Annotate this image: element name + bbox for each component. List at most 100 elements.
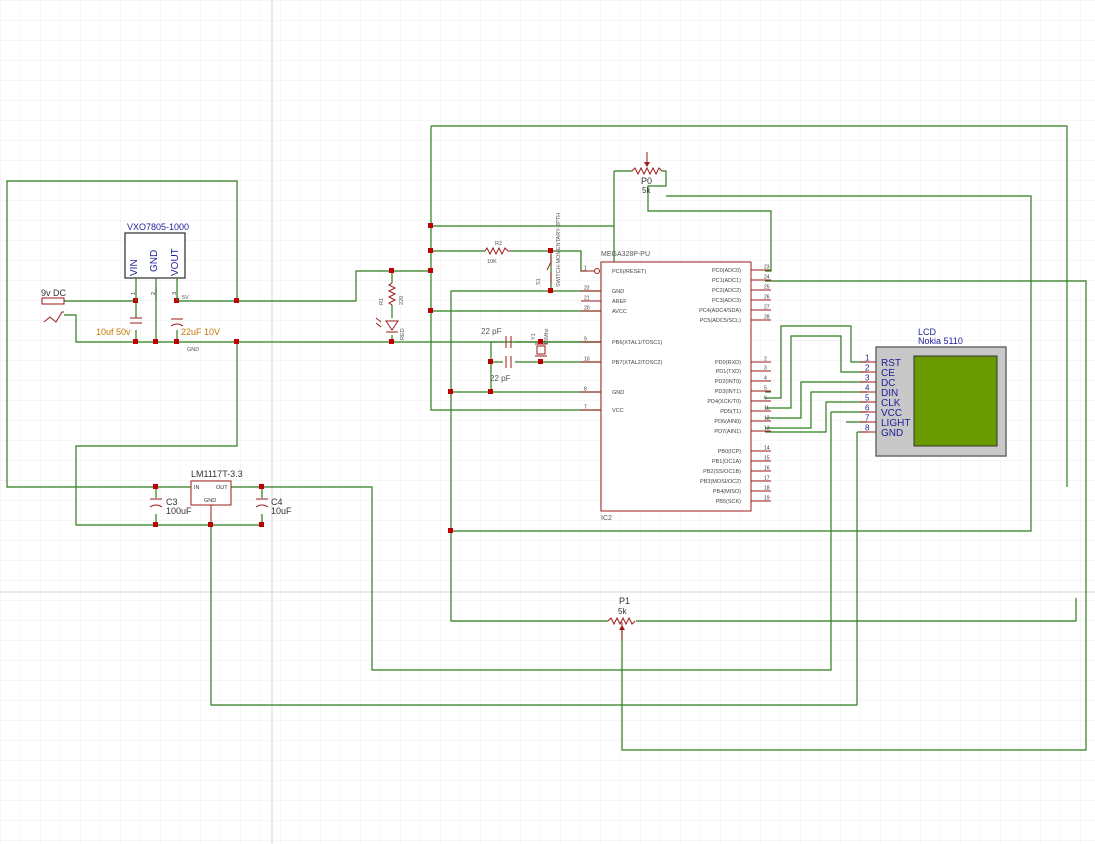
lcd-pin-number: 2 — [865, 364, 870, 373]
vreg-pin-gnd: GND — [149, 250, 160, 272]
mcu-ref: IC2 — [601, 515, 612, 522]
mcu-pin-number: 27 — [764, 305, 770, 311]
mcu-pin-number: 2 — [764, 357, 767, 363]
vreg-pin-vin: VIN — [129, 259, 140, 276]
junctions — [133, 223, 553, 533]
junction — [448, 528, 453, 533]
net-label-gnd: GND — [187, 347, 199, 353]
mcu-pin-label: PB4(MISO) — [713, 489, 741, 495]
mcu-right-pins: PC0(ADC0)23PC1(ADC1)24PC2(ADC2)25PC3(ADC… — [699, 265, 771, 505]
mcu-pin-number: 21 — [584, 296, 590, 302]
lcd-pin-label: DIN — [881, 388, 898, 399]
mcu-pin-label: PD6(AIN0) — [714, 419, 741, 425]
junction — [428, 248, 433, 253]
ldo-regulator[interactable]: LM1117T-3.3 IN OUT GND — [190, 469, 243, 525]
lcd-pin-number: 8 — [865, 424, 870, 433]
potentiometer-p1[interactable]: P1 5k — [607, 596, 636, 640]
r2-ref: R2 — [495, 241, 502, 247]
junction — [538, 359, 543, 364]
lcd-pin-label: CE — [881, 368, 895, 379]
mcu-pin-number: 10 — [584, 357, 590, 363]
mcu-pin-number: 1 — [584, 266, 587, 272]
junction — [428, 308, 433, 313]
mcu-pin-label: PC5(ADC5/SCL) — [700, 318, 741, 324]
mcu-pin-number: 9 — [584, 337, 587, 343]
mcu-pin-number: 3 — [764, 366, 767, 372]
mcu-left-pins: PC6(/RESET)1GND22AREF21AVCC20PB6(XTAL1/T… — [581, 266, 662, 414]
capacitor-xtal-1[interactable]: 22 pF — [481, 327, 512, 348]
led[interactable]: RED — [375, 317, 406, 340]
capacitor-c1[interactable]: 10uf 50v — [96, 317, 142, 337]
mcu-pin-label: PD7(AIN1) — [714, 429, 741, 435]
mcu-pin-label: PB1(OC1A) — [712, 459, 741, 465]
microcontroller-ic2[interactable]: MEGA328P-PU IC2 PC6(/RESET)1GND22AREF21A… — [581, 251, 771, 522]
mcu-pin-number: 26 — [764, 295, 770, 301]
c4-value: 10uF — [271, 506, 292, 516]
junction — [133, 339, 138, 344]
c1-value: 10uf 50v — [96, 327, 131, 337]
ldo-name: LM1117T-3.3 — [191, 469, 243, 479]
mcu-pin-number: 6 — [764, 396, 767, 402]
lcd-pin-number: 4 — [865, 384, 870, 393]
capacitor-c4[interactable]: C4 10uF — [255, 497, 292, 516]
mcu-pin-number: 15 — [764, 456, 770, 462]
vreg-pin-num: 1 — [131, 292, 137, 295]
r2-value: 10K — [487, 259, 497, 265]
c3-ref: C3 — [166, 497, 178, 507]
ldo-gnd: GND — [204, 498, 216, 504]
mcu-pin-number: 28 — [764, 315, 770, 321]
mcu-pin-label: PB6(XTAL1/TOSC1) — [612, 340, 662, 346]
mcu-pin-number: 13 — [764, 426, 770, 432]
junction — [538, 339, 543, 344]
mcu-pin-label: AREF — [612, 299, 627, 305]
crystal-y1[interactable]: Y1 16Mhz — [531, 328, 550, 357]
mcu-pin-label: PB2(SS/OC1B) — [703, 469, 741, 475]
resistor-r1[interactable]: R1 220 — [379, 282, 405, 306]
mcu-pin-label: PB3(MOSI/OC2) — [700, 479, 741, 485]
vreg-name: VXO7805-1000 — [127, 222, 189, 232]
s1-ref: S1 — [536, 278, 542, 285]
potentiometer-p0[interactable]: P0 5k — [631, 152, 663, 195]
y1-ref: Y1 — [531, 333, 537, 340]
mcu-pin-number: 5 — [764, 386, 767, 392]
dc-jack[interactable]: 9v DC — [41, 288, 67, 323]
mcu-pin-number: 7 — [584, 405, 587, 411]
led-label: RED — [400, 328, 406, 340]
capacitor-c3[interactable]: C3 100uF — [149, 497, 192, 516]
mcu-pin-number: 17 — [764, 476, 770, 482]
cap-xtal-1-value: 22 pF — [481, 327, 502, 336]
lcd-screen — [913, 355, 998, 447]
junction — [428, 268, 433, 273]
switch-s1[interactable]: S1 SWITCH-MOMENTARY-2PTH — [536, 213, 562, 287]
junction — [548, 248, 553, 253]
net-label-5v: 5V — [182, 295, 189, 301]
mcu-pin-label: PD0(RXD) — [715, 360, 741, 366]
junction — [389, 339, 394, 344]
mcu-pin-label: PC0(ADC0) — [712, 268, 741, 274]
junction — [259, 522, 264, 527]
mcu-pin-number: 24 — [764, 275, 770, 281]
voltage-regulator[interactable]: VXO7805-1000 VIN GND VOUT 1 2 3 5V GND — [124, 222, 199, 353]
resistor-r2[interactable]: R2 10K — [484, 241, 511, 265]
vreg-pin-vout: VOUT — [170, 248, 181, 276]
mcu-pin-number: 4 — [764, 376, 767, 382]
ldo-out: OUT — [216, 485, 228, 491]
capacitor-xtal-2[interactable]: 22 pF — [490, 356, 512, 383]
mcu-pin-number: 12 — [764, 416, 770, 422]
mcu-pin-number: 20 — [584, 306, 590, 312]
capacitor-c2[interactable]: 22uF 10V — [170, 318, 220, 337]
mcu-pin-number: 8 — [584, 387, 587, 393]
p1-ref: P1 — [619, 596, 630, 606]
mcu-pin-label: PD5(T1) — [720, 409, 741, 415]
mcu-pin-label: PB0(ICP) — [718, 449, 741, 455]
r1-ref: R1 — [379, 298, 385, 305]
mcu-pin-number: 25 — [764, 285, 770, 291]
lcd-subtitle: Nokia 5110 — [918, 336, 963, 346]
lcd-pin-label: RST — [881, 358, 901, 369]
lcd-pin-number: 7 — [865, 414, 870, 423]
mcu-pin-number: 16 — [764, 466, 770, 472]
junction — [174, 339, 179, 344]
